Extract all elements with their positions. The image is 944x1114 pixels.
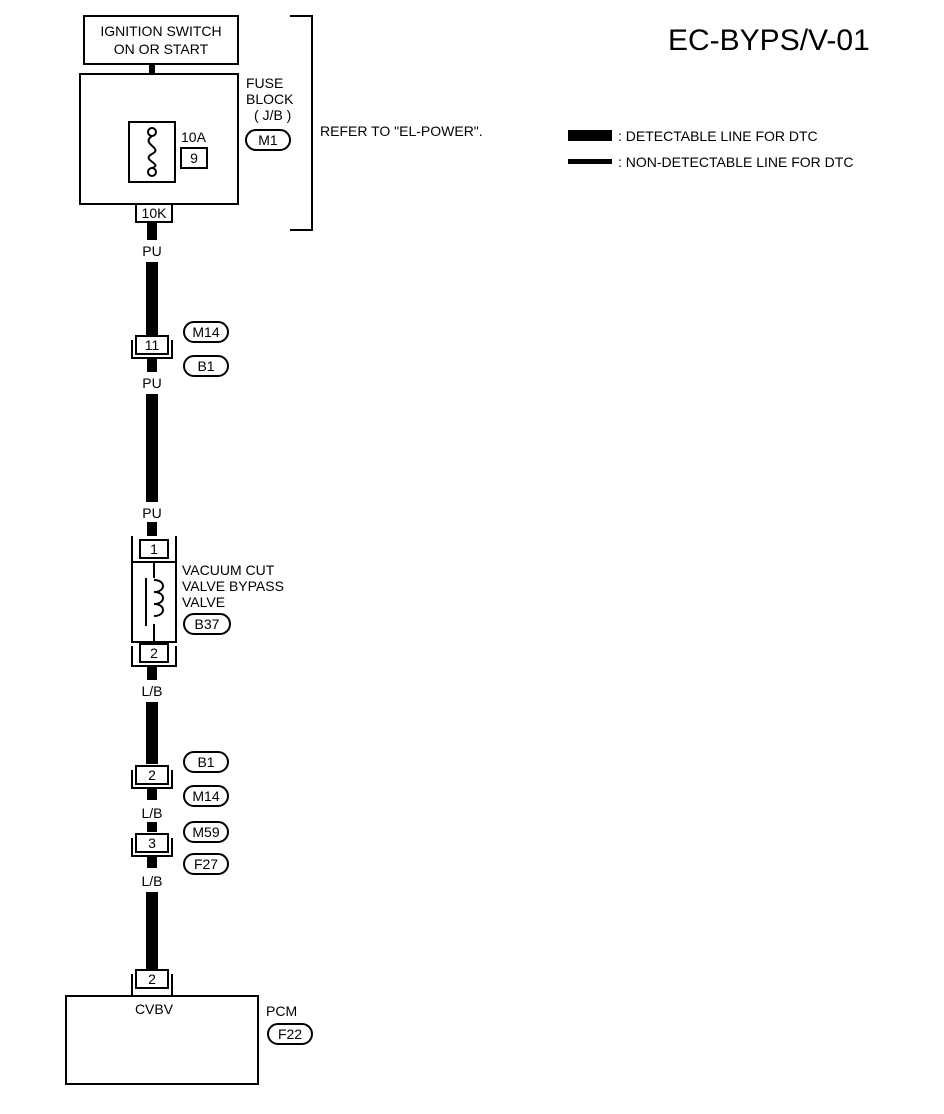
valve-label-1: VACUUM CUT — [182, 562, 275, 578]
fuse-block-label-2: BLOCK — [246, 91, 294, 107]
pcm-label: PCM — [266, 1003, 297, 1019]
wire-color-4: L/B — [141, 683, 162, 699]
fuse-symbol — [128, 121, 176, 183]
pcm-terminal-name: CVBV — [135, 1001, 174, 1017]
wire-color-2: PU — [142, 375, 161, 391]
connector-3-top-id: M59 — [192, 824, 219, 840]
terminal-10k-label: 10K — [142, 205, 168, 221]
pcm-connector: F22 — [278, 1026, 302, 1042]
refer-text: REFER TO "EL-POWER". — [320, 123, 483, 139]
wire-segment-4 — [146, 892, 158, 970]
wire-color-5: L/B — [141, 805, 162, 821]
fuse-block-connector: M1 — [258, 132, 278, 148]
connector-11-pin: 11 — [145, 337, 160, 353]
valve-connector: B37 — [195, 616, 220, 632]
ignition-switch-line1: IGNITION SWITCH — [100, 23, 221, 39]
legend-thick-label: : DETECTABLE LINE FOR DTC — [618, 128, 818, 144]
ignition-switch: IGNITION SWITCH ON OR START — [83, 15, 239, 65]
connector-2-pin: 2 — [148, 767, 156, 783]
wire-segment-1 — [146, 262, 158, 336]
connector-11: 11 M14 B1 — [131, 321, 229, 377]
connector-3-bottom-id: F27 — [194, 856, 218, 872]
vacuum-cut-valve: 1 2 VACUUM CUT VALVE BYPASS VALVE B37 — [131, 536, 284, 667]
legend-thin-label: : NON-DETECTABLE LINE FOR DTC — [618, 154, 853, 170]
diagram-id: EC-BYPS/V-01 — [668, 24, 870, 57]
connector-2-b1: 2 B1 M14 — [131, 751, 229, 807]
fuse-rating: 10A — [181, 129, 207, 145]
valve-label-2: VALVE BYPASS — [182, 578, 284, 594]
valve-label-3: VALVE — [182, 594, 225, 610]
connector-11-top-id: M14 — [192, 324, 219, 340]
wire-color-1: PU — [142, 243, 161, 259]
connector-11-bottom-id: B1 — [197, 358, 214, 374]
valve-pin-top: 1 — [150, 541, 158, 557]
pcm-pin: 2 — [148, 971, 156, 987]
pcm: 2 CVBV PCM F22 — [65, 969, 313, 1085]
legend-thin-line — [568, 159, 612, 164]
legend-thick-line — [568, 130, 612, 141]
valve-pin-bottom: 2 — [150, 645, 158, 661]
connector-2-bottom-id: M14 — [192, 788, 219, 804]
wire-segment-3 — [146, 702, 158, 764]
connector-2-top-id: B1 — [197, 754, 214, 770]
wire-segment-2 — [146, 394, 158, 502]
fuse-number: 9 — [190, 150, 198, 166]
wire-color-6: L/B — [141, 873, 162, 889]
legend: : DETECTABLE LINE FOR DTC : NON-DETECTAB… — [568, 128, 853, 170]
wire-color-3: PU — [142, 505, 161, 521]
fuse-block-label-3: ( J/B ) — [254, 107, 291, 123]
connector-3-m59: 3 M59 F27 — [131, 821, 229, 875]
power-bracket: REFER TO "EL-POWER". — [290, 15, 483, 231]
pcm-box — [65, 995, 259, 1085]
fuse-block-label-1: FUSE — [246, 75, 283, 91]
coil-icon — [153, 579, 164, 617]
fuse-block: 10A 9 10K FUSE BLOCK ( J/B ) M1 — [79, 73, 294, 223]
connector-3-pin: 3 — [148, 835, 156, 851]
ignition-switch-line2: ON OR START — [114, 41, 209, 57]
fuse-block-connector-badge — [245, 129, 291, 151]
